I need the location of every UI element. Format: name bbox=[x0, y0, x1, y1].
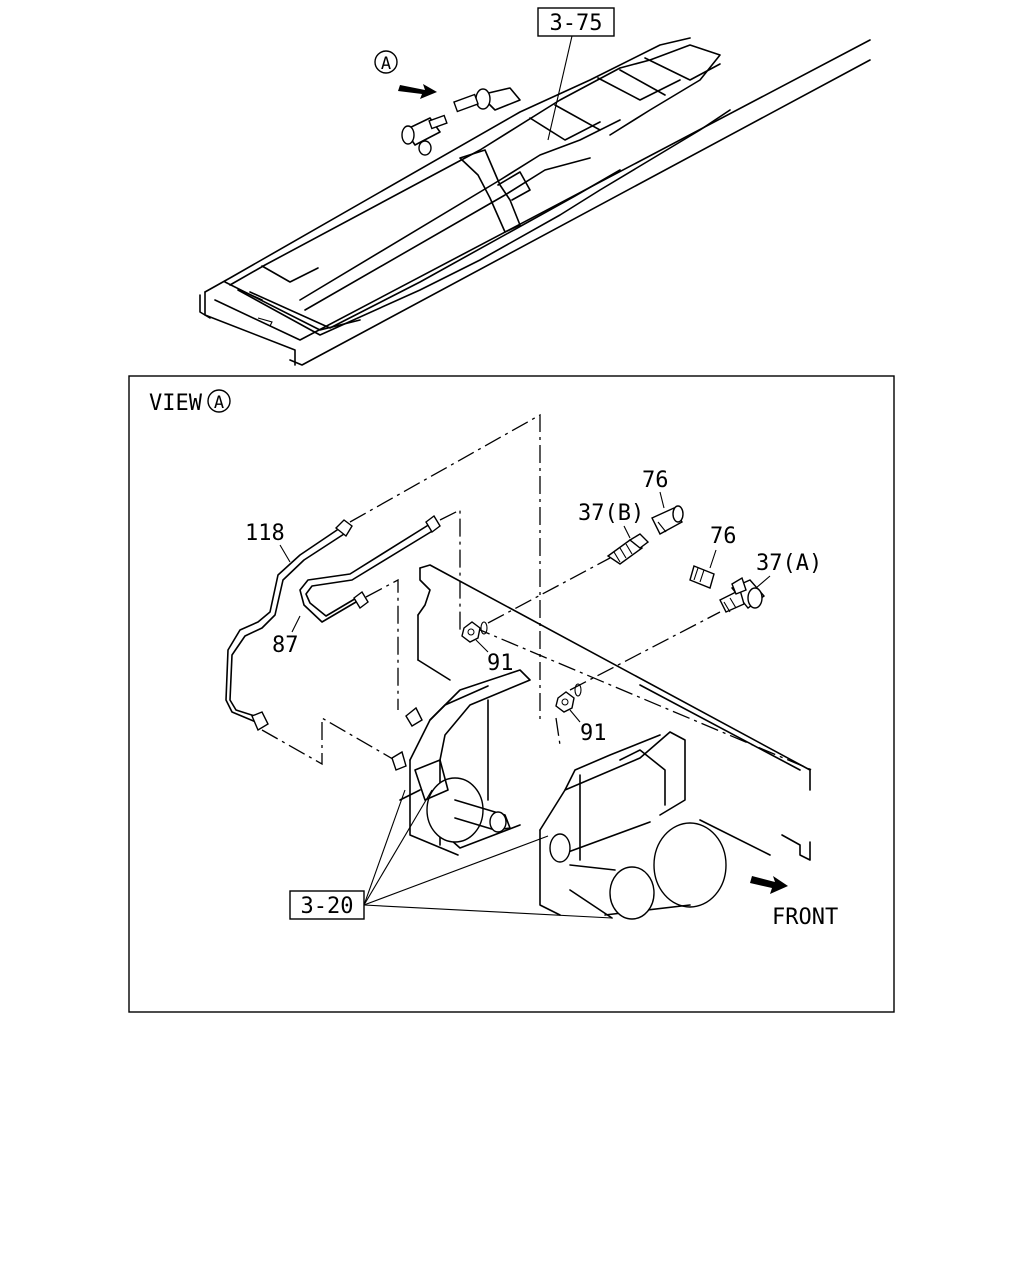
ref-box-3-20-label: 3-20 bbox=[301, 894, 354, 919]
connector-37a bbox=[719, 576, 766, 613]
callout-118: 118 bbox=[245, 521, 285, 546]
leader-37b bbox=[623, 525, 631, 539]
leader-87 bbox=[291, 615, 301, 633]
view-a-letter-top: A bbox=[381, 54, 391, 74]
nut-91-lower bbox=[555, 683, 582, 713]
leader-91-lower bbox=[569, 709, 581, 723]
view-a-title: VIEW A bbox=[149, 389, 231, 416]
chassis-frame-overview bbox=[199, 37, 871, 366]
callout-37b: 37(B) bbox=[578, 501, 644, 526]
view-a-marker-top: A bbox=[374, 50, 437, 99]
nut-91-upper bbox=[461, 621, 488, 643]
assembly-centerlines bbox=[261, 413, 813, 771]
callout-76-upper: 76 bbox=[642, 468, 669, 493]
callout-91-lower: 91 bbox=[580, 721, 607, 746]
ref-box-3-20: 3-20 bbox=[289, 789, 613, 920]
callout-37a: 37(A) bbox=[756, 551, 822, 576]
view-a-letter-detail: A bbox=[214, 393, 224, 413]
tank-fitting-upper bbox=[405, 706, 423, 727]
front-direction: FRONT bbox=[750, 876, 838, 930]
callout-91-upper: 91 bbox=[487, 651, 514, 676]
cap-76-upper bbox=[651, 505, 684, 535]
leader-118 bbox=[279, 544, 291, 563]
pipe-87 bbox=[299, 514, 441, 623]
callout-87: 87 bbox=[272, 633, 299, 658]
leader-37a bbox=[755, 575, 771, 589]
front-arrow-icon bbox=[750, 876, 788, 894]
leader-91-upper bbox=[475, 639, 489, 653]
pipe-118 bbox=[225, 519, 353, 732]
cap-76-lower bbox=[689, 565, 715, 589]
view-a-detail-frame bbox=[128, 375, 895, 1013]
front-label: FRONT bbox=[772, 905, 838, 930]
view-title-label: VIEW bbox=[149, 391, 203, 416]
ref-box-3-75-label: 3-75 bbox=[550, 11, 603, 36]
connector-37b bbox=[606, 533, 650, 565]
leader-76-upper bbox=[659, 491, 665, 509]
callout-76-lower: 76 bbox=[710, 524, 737, 549]
frame-rail bbox=[417, 564, 811, 861]
view-a-arrow-icon bbox=[398, 84, 437, 99]
ref-box-3-75: 3-75 bbox=[537, 7, 615, 141]
tank-fitting-lower bbox=[391, 750, 407, 771]
leader-76-lower bbox=[709, 549, 717, 569]
tank-bracket-assembly bbox=[399, 669, 727, 920]
